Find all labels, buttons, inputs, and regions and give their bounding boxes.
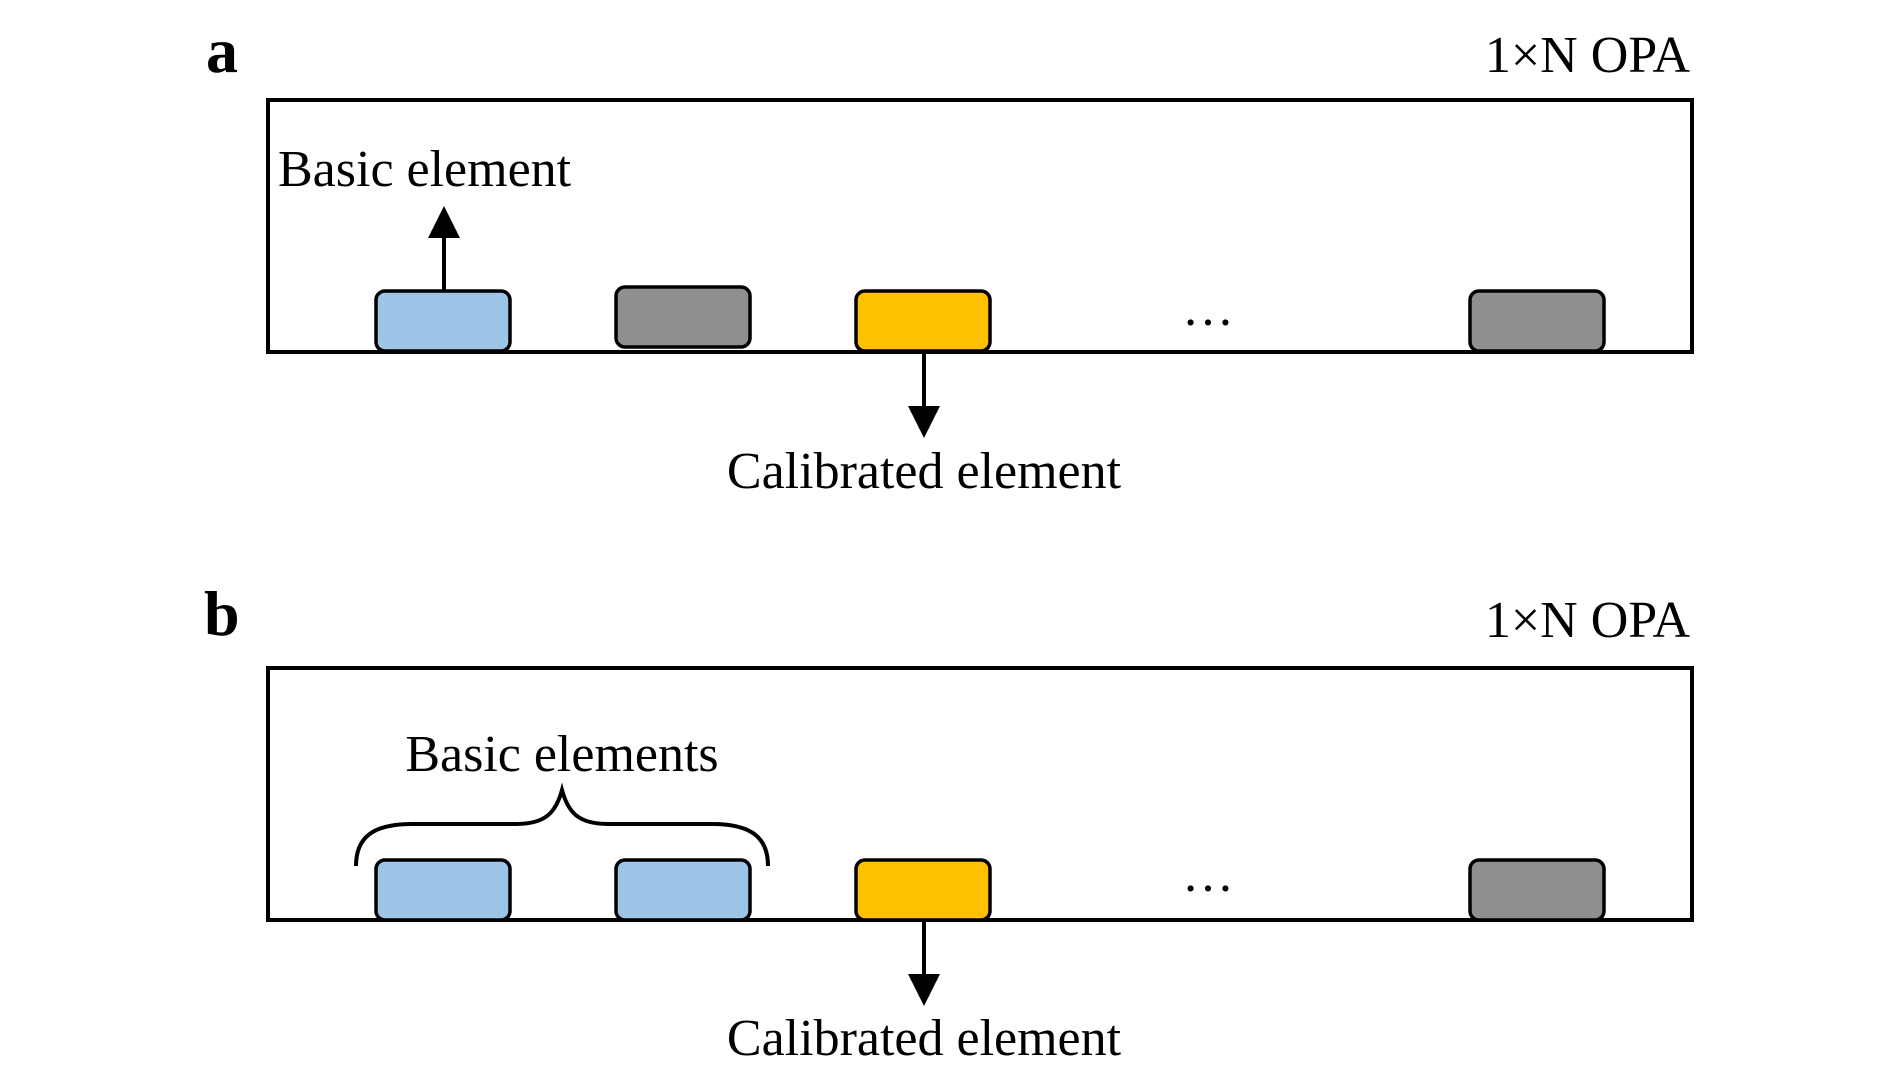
basic-elements-brace [354,782,770,867]
panel-b-title: 1×N OPA [1485,592,1691,649]
element-a-2 [614,285,752,349]
ellipsis-a: … [1182,280,1234,337]
basic-element-label: Basic element [278,141,572,198]
panel-a-title: 1×N OPA [1485,27,1691,84]
element-b-n [1468,858,1606,922]
ellipsis-b: … [1182,846,1234,903]
element-a-1 [374,289,512,353]
calibrated-element-label-b: Calibrated element [727,1010,1122,1067]
element-b-2 [614,858,752,922]
element-b-1 [374,858,512,922]
panel-letter-a: a [206,15,238,86]
panel-b: b 1×N OPA Basic elements … Calibrated el… [204,578,1694,1067]
panel-a: a 1×N OPA Basic element … Calibrated ele… [206,15,1694,500]
element-a-n [1468,289,1606,353]
basic-elements-label: Basic elements [405,726,718,783]
element-b-3 [854,858,992,922]
panel-letter-b: b [204,578,240,649]
element-a-3 [854,289,992,353]
calibrated-element-label-a: Calibrated element [727,443,1122,500]
